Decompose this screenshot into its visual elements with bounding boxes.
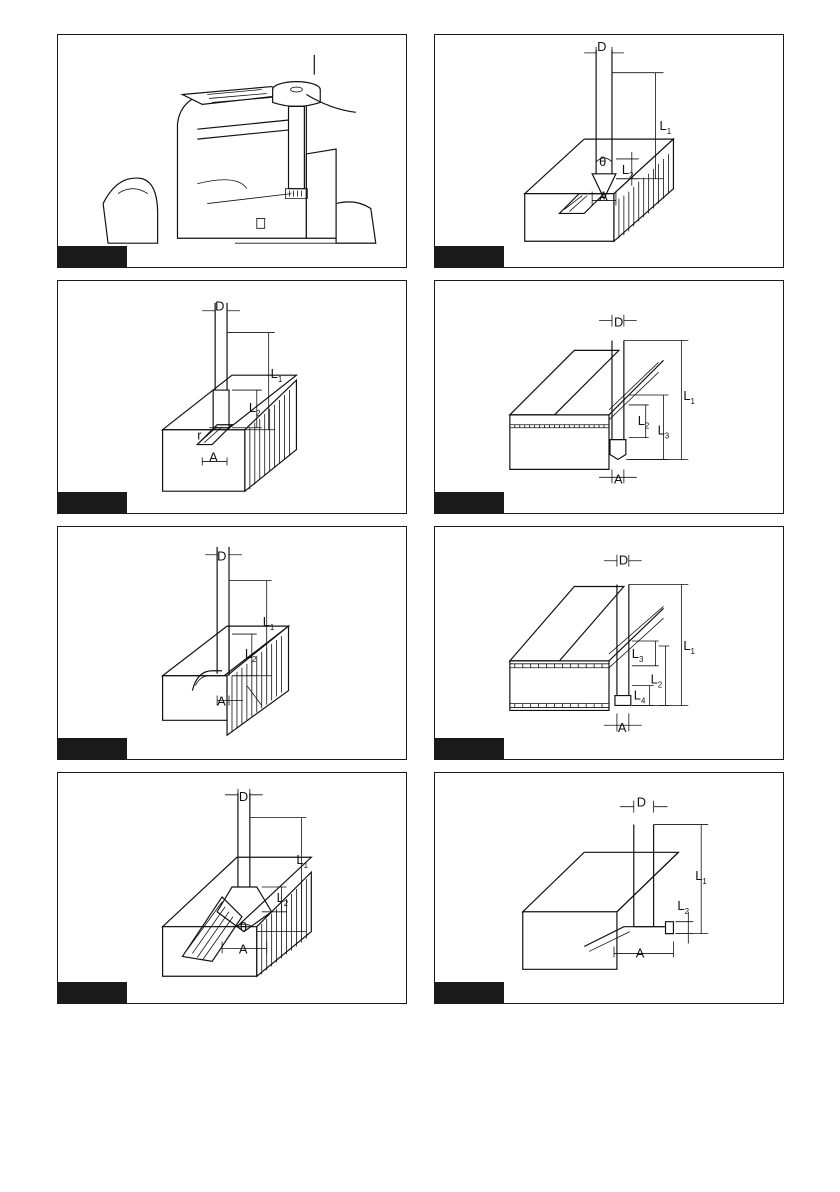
v-groove-diagram: D L1 L2 θ A (435, 35, 783, 267)
figure-6-number-tag (434, 738, 504, 760)
dim-l3-label: L3 (632, 646, 644, 664)
figure-5-cove-bit: D L1 L2 A (57, 526, 407, 760)
dim-a-label: A (618, 720, 627, 735)
figure-7-number-tag (57, 982, 127, 1004)
dim-d-label: D (239, 789, 248, 804)
dim-d-label: D (614, 315, 623, 330)
dim-l1-label: L1 (683, 388, 695, 406)
dim-l4-label: L4 (634, 688, 646, 706)
dim-d-label: D (597, 39, 606, 54)
dim-a-label: A (599, 189, 608, 204)
dim-a-label: A (636, 945, 645, 960)
dim-l2-label: L2 (677, 898, 689, 916)
dim-a-label: A (239, 941, 248, 956)
dim-r-label: r (197, 428, 202, 443)
dim-a-label: A (209, 449, 218, 464)
figure-1-number-tag (57, 246, 127, 268)
figure-3-number-tag (57, 492, 127, 514)
figure-5-number-tag (57, 738, 127, 760)
dim-d-label: D (637, 795, 646, 810)
straight-bit-diagram: D L1 L2 r A (58, 281, 406, 513)
figure-6-double-slim-bit: D L1 L3 L2 L4 A (434, 526, 784, 760)
figure-8-number-tag (434, 982, 504, 1004)
chamfer-bit-diagram: D L1 L2 θ A (58, 773, 406, 1003)
slot-cutter-diagram: D L1 L2 A (435, 773, 783, 1003)
router-illustration (58, 35, 406, 267)
dim-theta-label: θ (599, 154, 606, 169)
dim-l1-label: L1 (683, 638, 695, 656)
dim-d-label: D (619, 553, 628, 568)
figure-4-number-tag (434, 492, 504, 514)
figure-2-v-groove-bit: D L1 L2 θ A (434, 34, 784, 268)
dim-l2-label: L2 (638, 413, 650, 431)
dim-l2-label: L2 (651, 672, 663, 690)
dim-theta-label: θ (240, 920, 247, 935)
double-slim-bit-diagram: D L1 L3 L2 L4 A (435, 527, 783, 759)
figure-8-slot-cutter: D L1 L2 A (434, 772, 784, 1004)
slim-bit-diagram: D L1 L2 L3 A (435, 281, 783, 513)
dim-a-label: A (614, 471, 623, 486)
figure-3-straight-bit: D L1 L2 r A (57, 280, 407, 514)
figure-1-router (57, 34, 407, 268)
dim-a-label: A (217, 693, 226, 708)
figure-4-slim-bit: D L1 L2 L3 A (434, 280, 784, 514)
dim-d-label: D (215, 299, 224, 314)
cove-bit-diagram: D L1 L2 A (58, 527, 406, 759)
dim-l1-label: L1 (660, 118, 672, 136)
figure-7-chamfer-bit: D L1 L2 θ A (57, 772, 407, 1004)
figure-2-number-tag (434, 246, 504, 268)
dim-d-label: D (217, 549, 226, 564)
